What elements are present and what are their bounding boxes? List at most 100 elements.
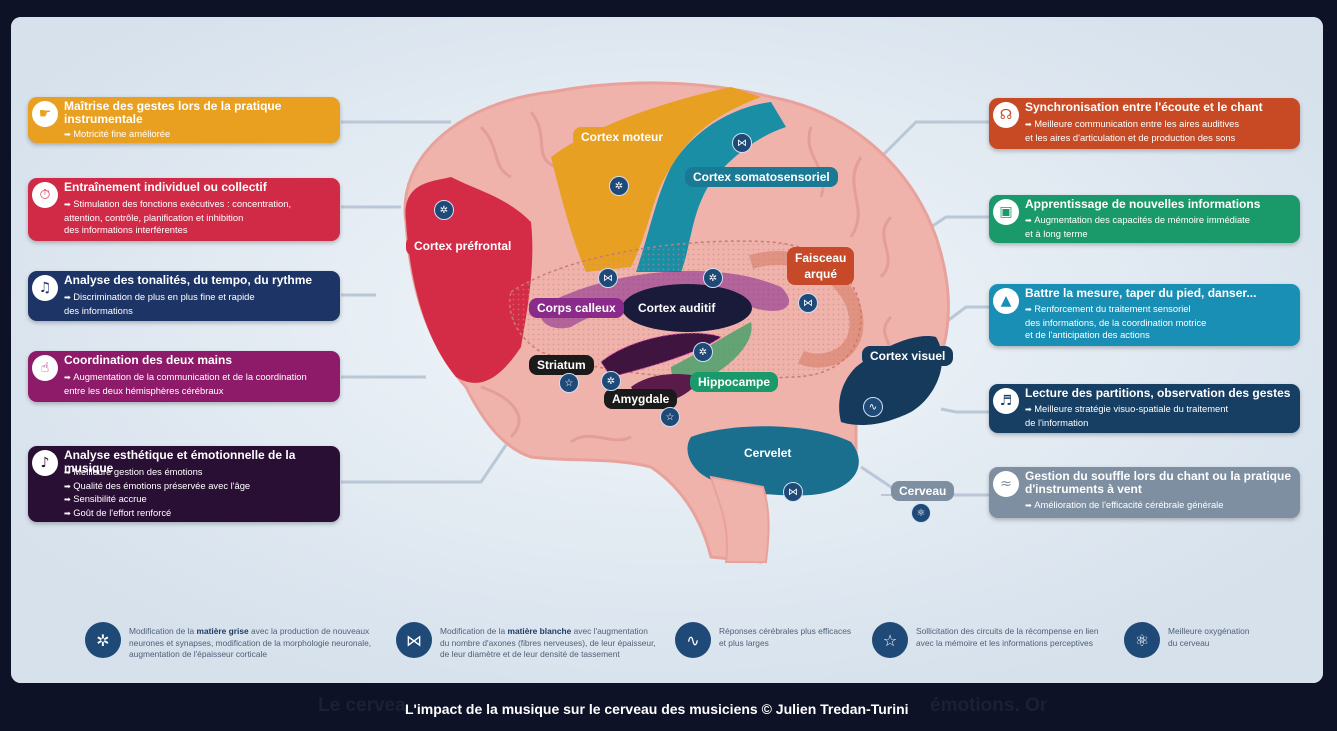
music-note-icon: ♪ xyxy=(32,450,58,476)
box-right-synchronisation: ☊ Synchronisation entre l'écoute et le c… xyxy=(989,98,1300,149)
white-matter-icon: ⋈ xyxy=(732,133,752,153)
label-corps-calleux: Corps calleux xyxy=(529,298,624,318)
box-title: Synchronisation entre l'écoute et le cha… xyxy=(1025,100,1263,114)
clef-icon: ♬ xyxy=(993,388,1019,414)
box-item: Amélioration de l'efficacité cérébrale g… xyxy=(1025,499,1294,513)
prefrontal-region xyxy=(405,177,533,383)
legend-bold: matière grise xyxy=(196,626,249,636)
box-left-gestes: ☛ Maîtrise des gestes lors de la pratiqu… xyxy=(28,97,340,143)
box-title: Maîtrise des gestes lors de la pratique … xyxy=(64,99,282,126)
box-item: Renforcement du traitement sensoriel xyxy=(1025,303,1294,317)
box-right-apprentissage: ▣ Apprentissage de nouvelles information… xyxy=(989,195,1300,243)
box-item: Qualité des émotions préservée avec l'âg… xyxy=(64,480,334,494)
star-icon: ☆ xyxy=(660,407,680,427)
caption-background-text-right: émotions. Or xyxy=(930,695,1048,716)
label-faisceau-arque: Faisceau arqué xyxy=(787,247,855,285)
box-left-esthetique: ♪ Analyse esthétique et émotionnelle de … xyxy=(28,446,340,522)
box-item: de l'information xyxy=(1025,416,1089,428)
waveform-icon: ∿ xyxy=(863,397,883,417)
legend-text: et plus larges xyxy=(719,637,769,648)
box-item: Sensibilité accrue xyxy=(64,493,334,507)
box-item: entre les deux hémisphères cérébraux xyxy=(64,384,224,396)
box-title: Gestion du souffle lors du chant ou la p… xyxy=(1025,469,1292,496)
hand-icon: ☛ xyxy=(32,101,58,127)
label-cerveau: Cerveau xyxy=(891,481,955,501)
legend-text: Meilleure oxygénation xyxy=(1168,626,1250,636)
white-matter-icon: ⋈ xyxy=(783,482,803,502)
box-item: attention, contrôle, planification et in… xyxy=(64,211,244,223)
label-cortex-auditif: Cortex auditif xyxy=(630,298,724,318)
box-title: Lecture des partitions, observation des … xyxy=(1025,386,1291,400)
box-right-lecture: ♬ Lecture des partitions, observation de… xyxy=(989,384,1300,433)
caption-background-text-left: Le cervea xyxy=(318,695,406,716)
box-item: Meilleure gestion des émotions xyxy=(64,466,334,480)
box-item: et de l'anticipation des actions xyxy=(1025,329,1150,340)
box-item: et les aires d'articulation et de produc… xyxy=(1025,131,1236,143)
legend-text: du nombre d'axones (fibres nerveuses), d… xyxy=(440,637,656,648)
legend-text: Réponses cérébrales plus efficaces xyxy=(719,626,852,636)
gray-matter-icon: ✲ xyxy=(693,342,713,362)
label-hippocampe: Hippocampe xyxy=(690,372,779,392)
box-left-coordination: ☝ Coordination des deux mains Augmentati… xyxy=(28,351,340,402)
label-cortex-somatosensoriel: Cortex somatosensoriel xyxy=(685,167,838,187)
hands-icon: ☝ xyxy=(32,355,58,381)
label-cortex-visuel: Cortex visuel xyxy=(862,346,954,366)
legend-text: neurones et synapses, modification de la… xyxy=(129,637,372,648)
star-icon: ☆ xyxy=(559,373,579,393)
legend-text: augmentation de l'épaisseur corticale xyxy=(129,649,268,659)
legend-text: avec la production de nouveaux xyxy=(248,626,370,636)
legend-text: du cerveau xyxy=(1168,637,1210,648)
box-title: Battre la mesure, taper du pied, danser.… xyxy=(1025,286,1257,300)
infographic-card: ☛ Maîtrise des gestes lors de la pratiqu… xyxy=(11,17,1323,683)
gray-matter-icon: ✲ xyxy=(85,622,121,658)
box-title: Apprentissage de nouvelles informations xyxy=(1025,197,1261,211)
box-item: des informations interférentes xyxy=(64,224,188,235)
label-cervelet: Cervelet xyxy=(744,446,792,460)
box-item: Goût de l'effort renforcé xyxy=(64,507,334,521)
box-left-tonalites: ♫ Analyse des tonalités, du tempo, du ry… xyxy=(28,271,340,321)
box-title: Entraînement individuel ou collectif xyxy=(64,180,267,194)
legend-bold: matière blanche xyxy=(507,626,572,636)
legend-text: avec la mémoire et les informations perc… xyxy=(916,637,1093,648)
box-item: Meilleure communication entre les aires … xyxy=(1025,118,1294,132)
box-title: Analyse des tonalités, du tempo, du ryth… xyxy=(64,273,313,287)
listening-icon: ☊ xyxy=(993,102,1019,128)
label-amygdale: Amygdale xyxy=(604,389,678,409)
label-cortex-prefrontal: Cortex préfrontal xyxy=(406,236,520,256)
box-item: des informations xyxy=(64,304,133,316)
board-icon: ▣ xyxy=(993,199,1019,225)
star-icon: ☆ xyxy=(872,622,908,658)
waveform-icon: ∿ xyxy=(675,622,711,658)
metronome-icon: ▲ xyxy=(993,288,1019,314)
white-matter-icon: ⋈ xyxy=(598,268,618,288)
box-item: Discrimination de plus en plus fine et r… xyxy=(64,291,334,305)
caption: L'impact de la musique sur le cerveau de… xyxy=(405,701,909,717)
ear-icon: ♫ xyxy=(32,275,58,301)
box-right-mesure: ▲ Battre la mesure, taper du pied, danse… xyxy=(989,284,1300,346)
label-cortex-moteur: Cortex moteur xyxy=(573,127,672,147)
box-item: Augmentation de la communication et de l… xyxy=(64,371,334,385)
box-right-souffle: ≈ Gestion du souffle lors du chant ou la… xyxy=(989,467,1300,518)
legend-text: Modification de la xyxy=(440,626,508,636)
box-item: des informations, de la coordination mot… xyxy=(1025,316,1207,328)
box-item: Motricité fine améliorée xyxy=(64,128,334,142)
gray-matter-icon: ✲ xyxy=(434,200,454,220)
white-matter-icon: ⋈ xyxy=(798,293,818,313)
gray-matter-icon: ✲ xyxy=(703,268,723,288)
box-left-entrainement: ⏱ Entraînement individuel ou collectif S… xyxy=(28,178,340,241)
gray-matter-icon: ✲ xyxy=(601,371,621,391)
legend-text: de leur diamètre et de leur densité de t… xyxy=(440,649,620,659)
legend-text: Modification de la xyxy=(129,626,197,636)
box-item: et à long terme xyxy=(1025,227,1088,239)
label-striatum: Striatum xyxy=(529,355,594,375)
legend-text: avec l'augmentation xyxy=(571,626,648,636)
molecule-icon: ⚛ xyxy=(1124,622,1160,658)
stopwatch-icon: ⏱ xyxy=(32,182,58,208)
gray-matter-icon: ✲ xyxy=(609,176,629,196)
box-item: Stimulation des fonctions exécutives : c… xyxy=(64,198,334,212)
legend-text: Sollicitation des circuits de la récompe… xyxy=(916,626,1099,636)
white-matter-icon: ⋈ xyxy=(396,622,432,658)
cerebellum-region xyxy=(687,426,859,496)
box-item: Meilleure stratégie visuo-spatiale du tr… xyxy=(1025,403,1294,417)
box-item: Augmentation des capacités de mémoire im… xyxy=(1025,214,1294,228)
